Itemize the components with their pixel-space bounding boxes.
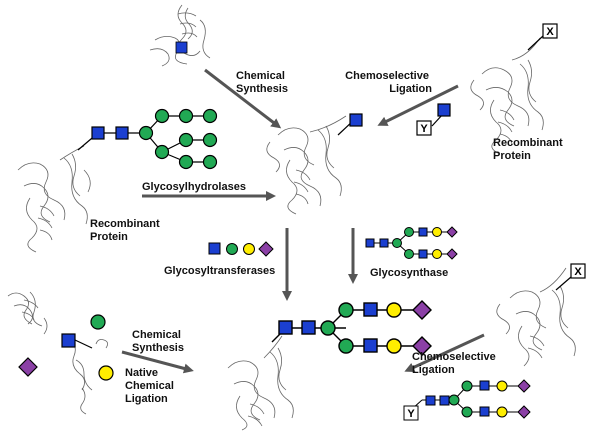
label-chemoselective-ligation-bottom: Chemoselective Ligation [412, 351, 499, 376]
complex-glycan-final [271, 300, 432, 356]
glcnac-center [337, 113, 363, 136]
y-glcnac-top: Y [416, 103, 451, 136]
x-tag-bottom-label: X [574, 266, 582, 278]
y-tag-top-label: Y [420, 123, 428, 135]
label-glycosyltransferases: Glycosyltransferases [164, 265, 275, 277]
label-glycosylhydrolases: Glycosylhydrolases [142, 181, 246, 193]
label-chemical-synthesis-bottom: Chemical Synthesis [132, 329, 184, 354]
protein-bottom-right [496, 267, 576, 367]
bottom-left-monosaccharides [18, 314, 114, 381]
glycosynthase-donor-glycan [365, 226, 458, 260]
y-glycan-bottom: Y [403, 379, 531, 421]
protein-top-center-small [149, 4, 211, 67]
x-tag-top-label: X [546, 26, 554, 38]
arrow-chemoselective-ligation-top [377, 84, 459, 126]
protein-center [266, 115, 347, 215]
glcnac-square-top-small [175, 41, 188, 54]
y-tag-bottom-label: Y [407, 408, 415, 420]
high-mannose-glycan-left [77, 108, 218, 170]
x-tag-top: X [527, 23, 558, 51]
label-recombinant-protein-left: Recombinant Protein [90, 218, 163, 243]
protein-bottom-center [227, 335, 294, 431]
label-chemical-synthesis-top: Chemical Synthesis [236, 70, 288, 95]
label-recombinant-protein-right: Recombinant Protein [493, 137, 566, 162]
protein-left [17, 145, 91, 253]
label-native-chemical-ligation: Native Chemical Ligation [125, 367, 177, 405]
arrows [121, 68, 485, 374]
label-glycosynthase: Glycosynthase [370, 267, 448, 279]
arrow-chemical-synthesis-bottom [121, 350, 194, 374]
x-tag-bottom: X [555, 263, 586, 291]
protein-bottom-left-fragments [7, 291, 108, 415]
protein-top-right [470, 37, 544, 155]
monosaccharide-row [208, 241, 274, 257]
label-chemoselective-ligation-top: Chemoselective Ligation [345, 70, 432, 95]
arrow-chemoselective-ligation-bottom [404, 333, 485, 373]
arrow-chemical-synthesis-top [204, 68, 282, 129]
